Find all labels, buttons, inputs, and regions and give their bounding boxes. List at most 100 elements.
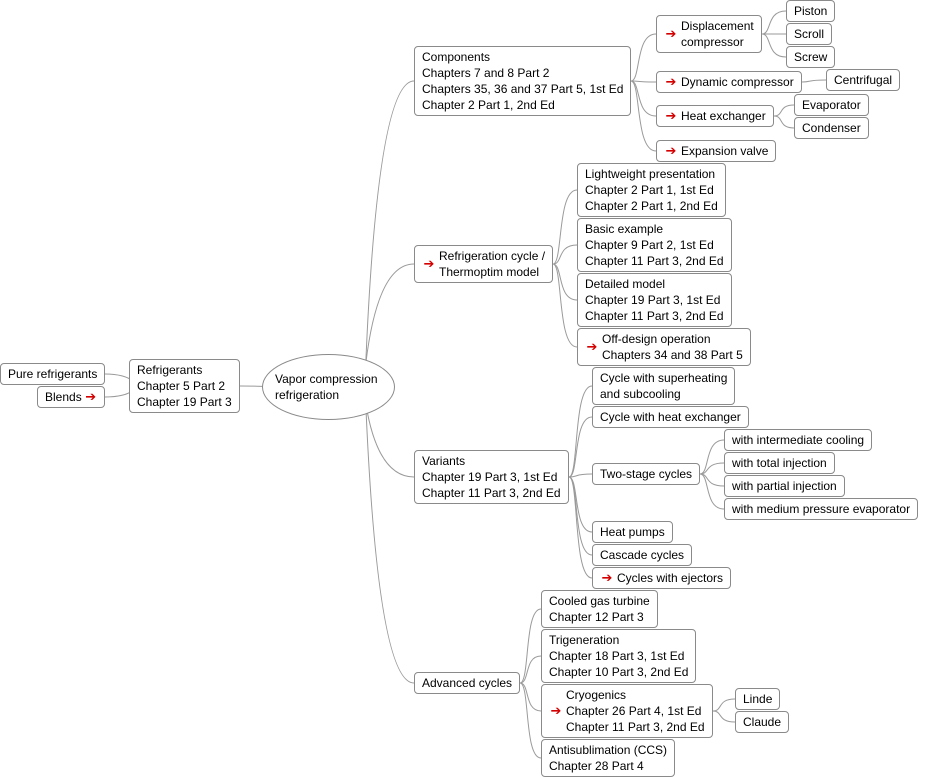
- node-text-line: Two-stage cycles: [600, 467, 693, 481]
- node-heat-pumps[interactable]: Heat pumps: [592, 521, 673, 543]
- connector-cryogenics-linde: [712, 698, 736, 712]
- node-condenser[interactable]: Condenser: [794, 117, 869, 139]
- node-linde[interactable]: Linde: [735, 688, 781, 710]
- node-dynamic-compressor[interactable]: ➔Dynamic compressor: [656, 71, 802, 93]
- node-text-line: Screw: [794, 50, 828, 64]
- node-text-line: Advanced cycles: [422, 676, 513, 690]
- arrow-icon[interactable]: ➔: [665, 108, 677, 123]
- node-text-line: Displacement: [681, 19, 754, 33]
- node-claude[interactable]: Claude: [735, 711, 790, 733]
- node-text-line: Scroll: [794, 27, 825, 41]
- arrow-icon[interactable]: ➔: [665, 143, 677, 158]
- node-text-line: Off-design operation: [602, 332, 711, 346]
- arrow-icon[interactable]: ➔: [665, 74, 677, 89]
- node-text-line: Evaporator: [802, 98, 861, 112]
- connector-two_stage-total_injection: [699, 462, 725, 475]
- connector-displacement_compressor-piston: [761, 10, 787, 35]
- node-advanced-cycles[interactable]: Advanced cycles: [414, 672, 521, 694]
- arrow-icon[interactable]: ➔: [550, 703, 562, 718]
- node-text-line: Pure refrigerants: [8, 367, 98, 381]
- node-piston[interactable]: Piston: [786, 0, 836, 22]
- connector-variants-cycle_heat_exchanger: [568, 416, 593, 478]
- node-cycles-with-ejectors[interactable]: ➔ Cycles with ejectors: [592, 567, 732, 589]
- connector-components-displacement_compressor: [630, 33, 657, 82]
- node-text-line: Blends: [45, 390, 82, 404]
- node-text-line: Basic example: [585, 222, 664, 236]
- node-text-line: Cooled gas turbine: [549, 594, 650, 608]
- node-text-line: Heat pumps: [600, 525, 665, 539]
- node-pure-refrigerants[interactable]: Pure refrigerants: [0, 363, 106, 385]
- node-text-line: Chapters 34 and 38 Part 5: [602, 348, 743, 362]
- node-text-line: Cascade cycles: [600, 548, 685, 562]
- node-text-line: Refrigeration cycle /: [439, 249, 546, 263]
- node-heat-exchanger[interactable]: ➔Heat exchanger: [656, 105, 774, 127]
- node-text-line: Components: [422, 50, 491, 64]
- node-text-line: Chapter 19 Part 3: [137, 395, 232, 409]
- node-two-stage-cycles[interactable]: Two-stage cycles: [592, 463, 701, 485]
- node-cycle-heat-exchanger[interactable]: Cycle with heat exchanger: [592, 406, 749, 428]
- connector-refrigeration_cycle-detailed_model: [552, 263, 578, 301]
- connector-advanced_cycles-trigeneration: [519, 655, 542, 684]
- node-antisublimation[interactable]: Antisublimation (CCS)Chapter 28 Part 4: [541, 739, 676, 777]
- arrow-icon[interactable]: ➔: [423, 256, 435, 271]
- node-medium-pressure-evaporator[interactable]: with medium pressure evaporator: [724, 498, 919, 520]
- node-text-line: Chapters 7 and 8 Part 2: [422, 66, 550, 80]
- node-centrifugal[interactable]: Centrifugal: [826, 69, 901, 91]
- connector-variants-ejectors: [568, 476, 593, 579]
- arrow-icon[interactable]: ➔: [85, 389, 97, 404]
- arrow-icon[interactable]: ➔: [665, 26, 677, 41]
- connector-two_stage-medium_pressure: [699, 473, 725, 510]
- node-text-line: Refrigerants: [137, 363, 203, 377]
- node-text-line: Chapter 11 Part 3, 2nd Ed: [585, 254, 724, 268]
- node-text-line: Chapter 11 Part 3, 2nd Ed: [566, 720, 705, 734]
- node-text-line: Chapter 26 Part 4, 1st Ed: [566, 704, 702, 718]
- node-text-line: Chapter 10 Part 3, 2nd Ed: [549, 665, 689, 679]
- node-text-line: Chapter 12 Part 3: [549, 610, 644, 624]
- connector-components-dynamic_compressor: [630, 80, 657, 83]
- node-scroll[interactable]: Scroll: [786, 23, 833, 45]
- node-text-line: Lightweight presentation: [585, 167, 716, 181]
- node-text-line: Cycle with superheating: [600, 371, 728, 385]
- node-text-line: with total injection: [732, 456, 827, 470]
- arrow-icon[interactable]: ➔: [601, 570, 613, 585]
- arrow-icon[interactable]: ➔: [586, 339, 598, 354]
- node-cascade-cycles[interactable]: Cascade cycles: [592, 544, 693, 566]
- node-text-line: Chapters 35, 36 and 37 Part 5, 1st Ed: [422, 82, 624, 96]
- connector-two_stage-intermediate_cooling: [699, 439, 725, 475]
- node-text-line: Chapter 11 Part 3, 2nd Ed: [585, 309, 724, 323]
- connector-root-variants: [365, 403, 415, 478]
- node-text-line: Piston: [794, 4, 828, 18]
- node-text-line: Condenser: [802, 121, 861, 135]
- node-text-line: Chapter 28 Part 4: [549, 759, 644, 773]
- node-text-line: Cycles with ejectors: [617, 571, 724, 585]
- node-partial-injection[interactable]: with partial injection: [724, 475, 845, 497]
- connector-advanced_cycles-cooled_gas_turbine: [519, 608, 542, 684]
- node-text-line: Cycle with heat exchanger: [600, 410, 741, 424]
- node-screw[interactable]: Screw: [786, 46, 836, 68]
- node-total-injection[interactable]: with total injection: [724, 452, 835, 474]
- connector-components-expansion_valve: [630, 80, 657, 152]
- node-blends[interactable]: ➔Blends: [37, 386, 105, 408]
- connector-advanced_cycles-antisublimation: [519, 682, 542, 759]
- node-refrigeration-cycle[interactable]: ➔Refrigeration cycle /Thermoptim model: [414, 245, 554, 283]
- node-text-line: with medium pressure evaporator: [732, 502, 911, 516]
- node-text-line: Chapter 19 Part 3, 1st Ed: [422, 470, 558, 484]
- node-intermediate-cooling[interactable]: with intermediate cooling: [724, 429, 873, 451]
- node-expansion-valve[interactable]: ➔Expansion valve: [656, 140, 777, 162]
- node-evaporator[interactable]: Evaporator: [794, 94, 869, 116]
- connector-dynamic_compressor-centrifugal: [801, 79, 827, 83]
- node-text-line: Claude: [743, 715, 782, 729]
